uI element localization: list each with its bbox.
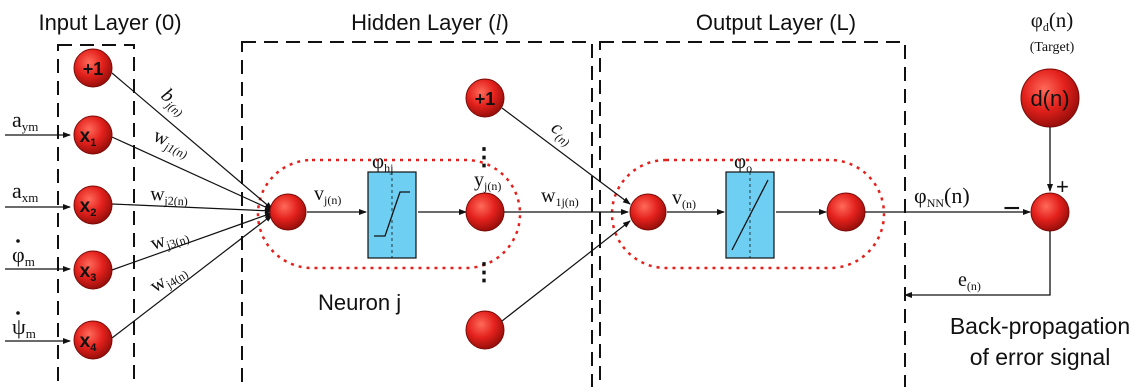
input-label-phi-m: φm [12,242,35,269]
weight-w2: wj2(n) [150,183,189,208]
hidden-output-node [465,192,505,232]
hidden-summation-node [269,193,307,231]
input-label-psi-m: ψm [12,314,36,341]
svg-text:x1: x1 [80,126,97,149]
weight-w3: wj3(n) [148,222,191,257]
neuron-j-label: Neuron j [318,290,401,315]
output-v-label: v(n) [672,187,696,211]
input-node-x2: x2 [73,185,113,225]
hidden-bias-node: +1 [465,78,505,118]
svg-text:x3: x3 [80,261,97,284]
svg-text:x4: x4 [80,331,98,354]
svg-text:+1: +1 [475,89,496,109]
target-node: d(n) [1020,68,1080,128]
input-node-x4: x4 [73,320,113,360]
svg-text:x2: x2 [80,196,97,219]
input-label-a-ym: aym [12,107,38,134]
hidden-ellipsis-top: ⋮ [472,145,496,171]
input-node-x1: x1 [73,115,113,155]
error-feedback-line [904,231,1051,298]
input-connections [111,72,273,339]
hidden-last-node [465,310,505,350]
input-layer-title: Input Layer (0) [38,10,181,35]
plus-sign: + [1056,174,1069,199]
comparator-node [1030,192,1070,232]
input-layer-box [57,44,135,387]
hidden-layer-box [241,41,593,387]
weight-w1: wj1(n) [149,124,193,161]
hidden-ellipsis-bottom: ⋮ [472,260,496,286]
hidden-phi-label: φhj [372,149,393,175]
output-summation-node [629,193,667,231]
weight-w4: wj4(n) [146,259,191,299]
backprop-line-2: of error signal [970,344,1111,370]
hidden-y-label: yj(n) [474,169,501,193]
input-label-a-xm: axm [12,178,38,205]
output-node [826,192,866,232]
hidden-activation-box [367,171,417,259]
hidden-neuron-outline [256,158,522,270]
hidden-v-label: vj(n) [314,183,341,207]
output-layer-box [599,41,906,387]
phi-nn-label: φNN(n) [914,183,970,210]
weight-w-out: w1j(n) [541,185,579,209]
minus-sign: − [1003,192,1021,225]
hidden-to-output-connections [501,107,631,322]
error-label: e(n) [958,269,981,293]
output-layer-title: Output Layer (L) [696,10,856,35]
input-node-x3: x3 [73,250,113,290]
output-phi-label: φo [734,149,752,175]
output-neuron-outline [610,158,886,270]
phi-dot [16,239,20,243]
target-caption: (Target) [1030,40,1075,55]
output-activation-box [725,171,775,259]
hidden-layer-title: Hidden Layer (l) [351,10,509,35]
psi-dot [16,311,20,315]
svg-text:+1: +1 [83,59,104,79]
input-node-bias: +1 [73,48,113,88]
target-label: φd(n) [1031,8,1074,34]
svg-text:d(n): d(n) [1030,86,1069,111]
backprop-line-1: Back-propagation [950,313,1130,339]
